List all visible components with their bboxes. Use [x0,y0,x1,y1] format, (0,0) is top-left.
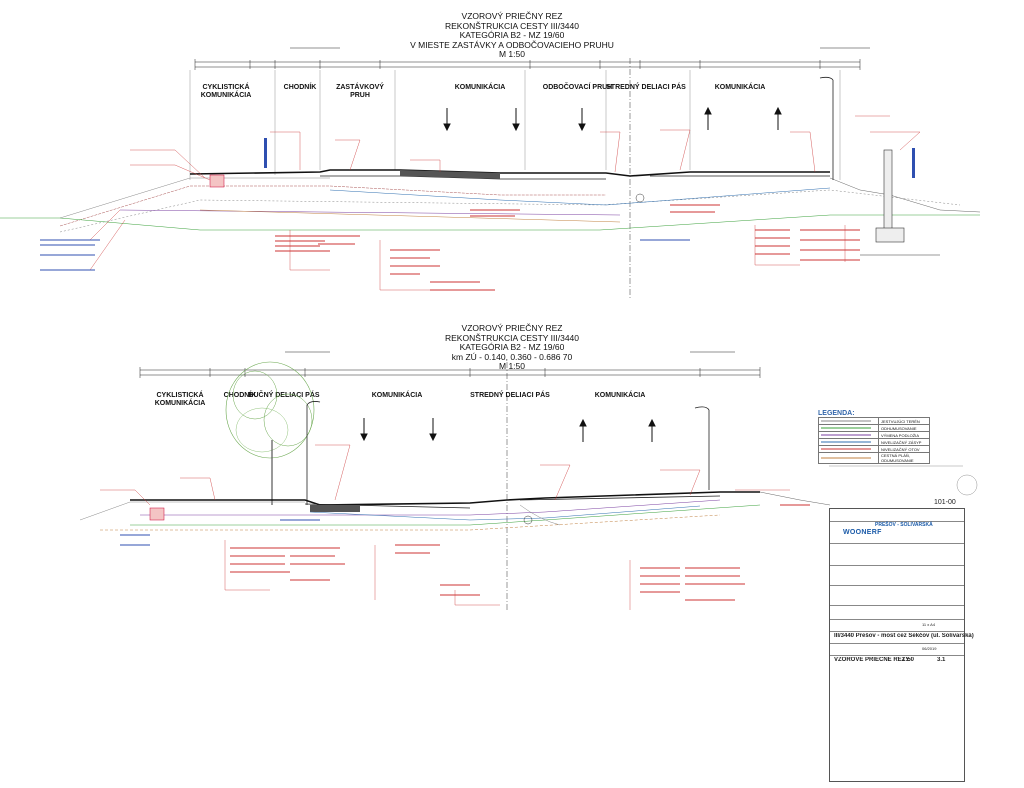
legend-table: JESTVUJÚCI TERÉN ODHUMUSOVANIE VÝMENA PO… [818,417,930,464]
zone-label: ZASTÁVKOVÝ PRUH [336,84,384,99]
tb-row [830,521,964,522]
region-logo: PREŠOV - SOLIVARSKÁ [875,522,933,528]
zone-label: KOMUNIKÁCIA [371,392,423,399]
traffic-arrows-2 [360,418,656,442]
annotation-leaders-2 [100,444,790,610]
title-line: M 1:50 [498,49,525,59]
tb-row [830,605,964,606]
dimension-lines [194,47,870,70]
zone-label: CYKLISTICKÁ KOMUNIKÁCIA [154,392,206,407]
legend: LEGENDA: JESTVUJÚCI TERÉN ODHUMUSOVANIE … [818,410,930,464]
legend-label: JESTVUJÚCI TERÉN [878,417,930,425]
title-line: REKONŠTRUKCIA CESTY III/3440 [444,20,579,31]
tb-project: III/3440 Prešov - most cez Sekčov (ul. S… [834,633,974,639]
road-surface [189,169,830,180]
retaining-wall [860,149,940,256]
legend-label: VÝMENA PODLOŽIA [878,431,930,439]
legend-item: JESTVUJÚCI TERÉN [818,417,930,425]
title-line: V MIESTE ZASTÁVKY A ODBOČOVACIEHO PRUHU [410,39,614,50]
zone-label: CHODNÍK [223,392,257,399]
legend-label: NIVELIZAČNÝ OTOV [878,445,930,453]
drainage-markers-2 [149,507,533,525]
tb-row [830,565,964,566]
legend-label: NIVELIZAČNÝ ZÁSYP [878,438,930,446]
tb-date: 06/2019 [922,646,937,651]
tb-drawing: VZOROVÉ PRIEČNE REZY [834,657,910,663]
tb-row [830,585,964,586]
tb-row [830,643,964,644]
title-line: M 1:50 [499,361,525,371]
legend-swatch [818,445,879,453]
title-line: km ZÚ - 0.140, 0.360 - 0.686 70 [451,351,573,362]
annotation-text-blocks-blue-2 [120,519,320,546]
embankment-layers-2 [79,491,831,531]
zone-label: ODBOČOVACÍ PRUH [542,84,613,91]
zone-label: CHODNÍK [283,84,317,91]
legend-item: NIVELIZAČNÝ ZÁSYP [818,438,930,446]
title-block: III/3440 Prešov - most cez Sekčov (ul. S… [829,508,974,782]
title-line: VZOROVÝ PRIEČNY REZ [461,11,563,21]
legend-swatch [818,417,879,425]
tb-format: 11 x A4 [922,622,936,627]
tb-row [830,543,964,544]
tree-icon [225,361,315,505]
legend-swatch [818,431,879,439]
legend-swatch [818,438,879,446]
annotation-text-blocks-2 [230,504,810,601]
legend-swatch [818,452,879,464]
zone-label: STREDNÝ DELIACI PÁS [606,84,686,91]
legend-item: ODHUMUSOVANIE [818,424,930,432]
zone-label: STREDNÝ DELIACI PÁS [470,392,550,399]
annotation-text-blocks [275,204,860,291]
section2-title: VZOROVÝ PRIEČNY REZ REKONŠTRUKCIA CESTY … [445,323,579,372]
client-logo: WOONERF [843,529,882,536]
road-surface-2 [130,491,760,512]
legend-label: CESTNÁ PLÁŇ, ODUMUSOVANIE [878,452,930,464]
section1-title: VZOROVÝ PRIEČNY REZ REKONŠTRUKCIA CESTY … [410,11,614,60]
zone-label: KOMUNIKÁCIA [714,84,766,91]
sheet-number: 101-00 [934,499,956,506]
legend-item: VÝMENA PODLOŽIA [818,431,930,439]
zone-dividers [189,70,841,180]
zone-label: KOMUNIKÁCIA [454,84,506,91]
legend-item: CESTNÁ PLÁŇ, ODUMUSOVANIE [818,452,930,464]
dimension-lines-2 [139,351,761,378]
legend-swatch [818,424,879,432]
traffic-arrows [443,106,782,132]
drainage-markers [209,174,645,203]
embankment-layers [0,177,981,233]
annotation-leaders [89,115,921,291]
title-line: VZOROVÝ PRIEČNY REZ [461,323,563,333]
title-line: KATEGÓRIA B2 - MZ 19/60 [459,342,565,352]
title-line: REKONŠTRUKCIA CESTY III/3440 [445,332,579,343]
legend-label: ODHUMUSOVANIE [878,424,930,432]
pipe-markers [264,138,915,178]
north-symbol-icon [956,474,978,496]
tb-scale: 1:50 [902,657,915,663]
title-line: KATEGÓRIA B2 - MZ 19/60 [459,30,565,40]
zone-label: CYKLISTICKÁ KOMUNIKÁCIA [200,84,252,99]
tb-number: 3.1 [937,657,946,663]
lamp-post-icon [306,401,710,505]
legend-item: NIVELIZAČNÝ OTOV [818,445,930,453]
lamp-post-icon [819,76,834,180]
tb-row [830,631,964,632]
zone-label: KOMUNIKÁCIA [594,392,646,399]
tb-row [830,655,964,656]
legend-title: LEGENDA: [818,410,855,417]
annotation-text-blocks-blue [40,239,690,271]
tb-row [830,619,964,620]
